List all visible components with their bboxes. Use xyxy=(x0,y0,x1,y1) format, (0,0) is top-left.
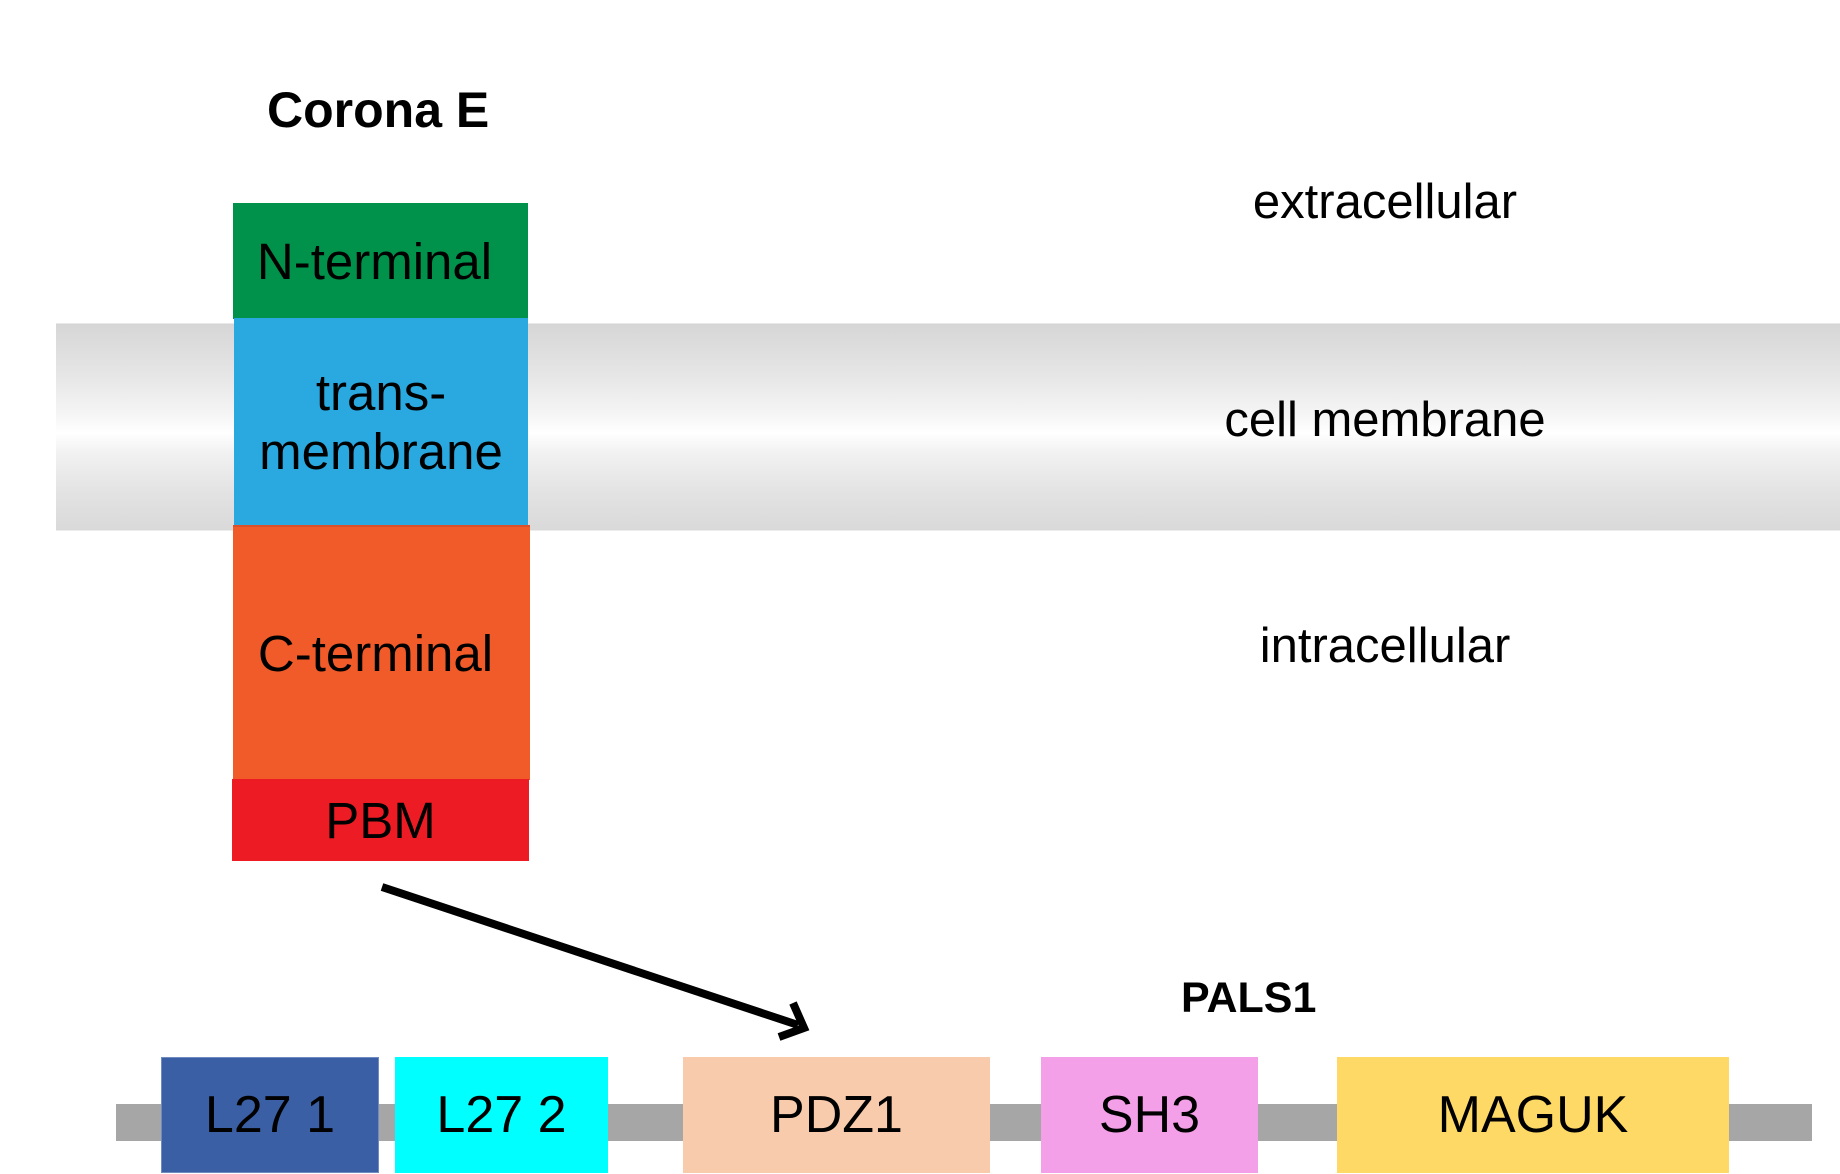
domain-pdz1: PDZ1 xyxy=(683,1057,990,1173)
pals1-title: PALS1 xyxy=(1181,974,1317,1022)
intracellular-label: intracellular xyxy=(1259,619,1511,673)
transmembrane-segment: trans- membrane xyxy=(234,318,528,526)
extracellular-label: extracellular xyxy=(1252,175,1518,229)
n-terminal-segment: N-terminal xyxy=(233,203,528,319)
domain-sh3: SH3 xyxy=(1041,1057,1258,1173)
domain-l27-2: L27 2 xyxy=(395,1057,608,1173)
domain-maguk-label: MAGUK xyxy=(1437,1086,1629,1144)
domain-pdz1-label: PDZ1 xyxy=(770,1086,903,1144)
pbm-label: PBM xyxy=(325,791,436,849)
domain-l27-2-label: L27 2 xyxy=(436,1086,567,1144)
arrow-head xyxy=(777,1001,810,1041)
domain-l27-1: L27 1 xyxy=(161,1057,379,1173)
arrow-shaft xyxy=(380,883,800,1029)
c-terminal-segment: C-terminal xyxy=(233,525,530,780)
c-terminal-label: C-terminal xyxy=(257,625,494,682)
transmembrane-label-line1: trans- xyxy=(315,364,447,421)
cell-membrane-label: cell membrane xyxy=(1224,393,1546,447)
domain-sh3-label: SH3 xyxy=(1098,1086,1201,1144)
n-terminal-label: N-terminal xyxy=(256,232,493,290)
domain-maguk: MAGUK xyxy=(1337,1057,1729,1173)
corona-e-title: Corona E xyxy=(267,82,490,138)
pbm-segment: PBM xyxy=(232,779,529,861)
transmembrane-label-line2: membrane xyxy=(259,423,503,480)
domain-l27-1-label: L27 1 xyxy=(204,1086,336,1144)
